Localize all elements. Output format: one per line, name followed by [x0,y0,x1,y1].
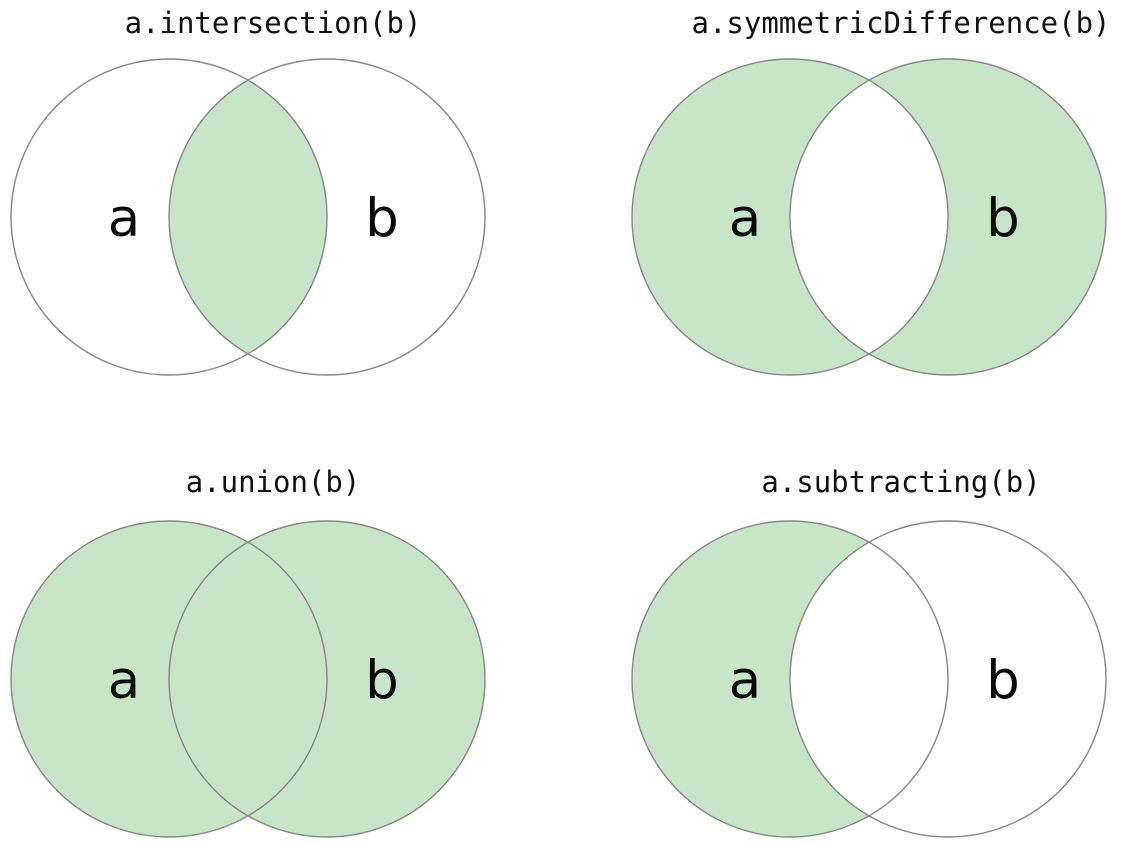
diagram-title-subtracting: a.subtracting(b) [761,465,1041,499]
set-b-label: b [986,188,1020,249]
venn-symmetric-difference: a b [631,58,1107,376]
set-a-label: a [729,188,761,249]
set-b-label: b [365,188,399,249]
region-intersection-unfill [790,521,948,837]
region-intersection-fill [169,59,327,375]
diagram-title-union: a.union(b) [185,465,361,499]
circle-a-outline [10,58,328,376]
circle-b-outline [789,58,1107,376]
venn-subtracting: a b [631,520,1107,838]
diagram-title-symmetric-difference: a.symmetricDifference(b) [691,6,1111,40]
set-a-label: a [729,650,761,711]
region-intersection-unfill [790,59,948,375]
venn-union: a b [10,520,486,838]
set-b-label: b [365,650,399,711]
diagram-title-intersection: a.intersection(b) [124,6,422,40]
set-b-label: b [986,650,1020,711]
circle-b-outline [168,58,486,376]
set-a-label: a [108,188,140,249]
circle-a-outline [10,520,328,838]
circle-a-outline [631,520,949,838]
set-a-label: a [108,650,140,711]
venn-intersection: a b [10,58,486,376]
circle-b-outline [168,520,486,838]
circle-b-outline [789,520,1107,838]
circle-a-outline [631,58,949,376]
